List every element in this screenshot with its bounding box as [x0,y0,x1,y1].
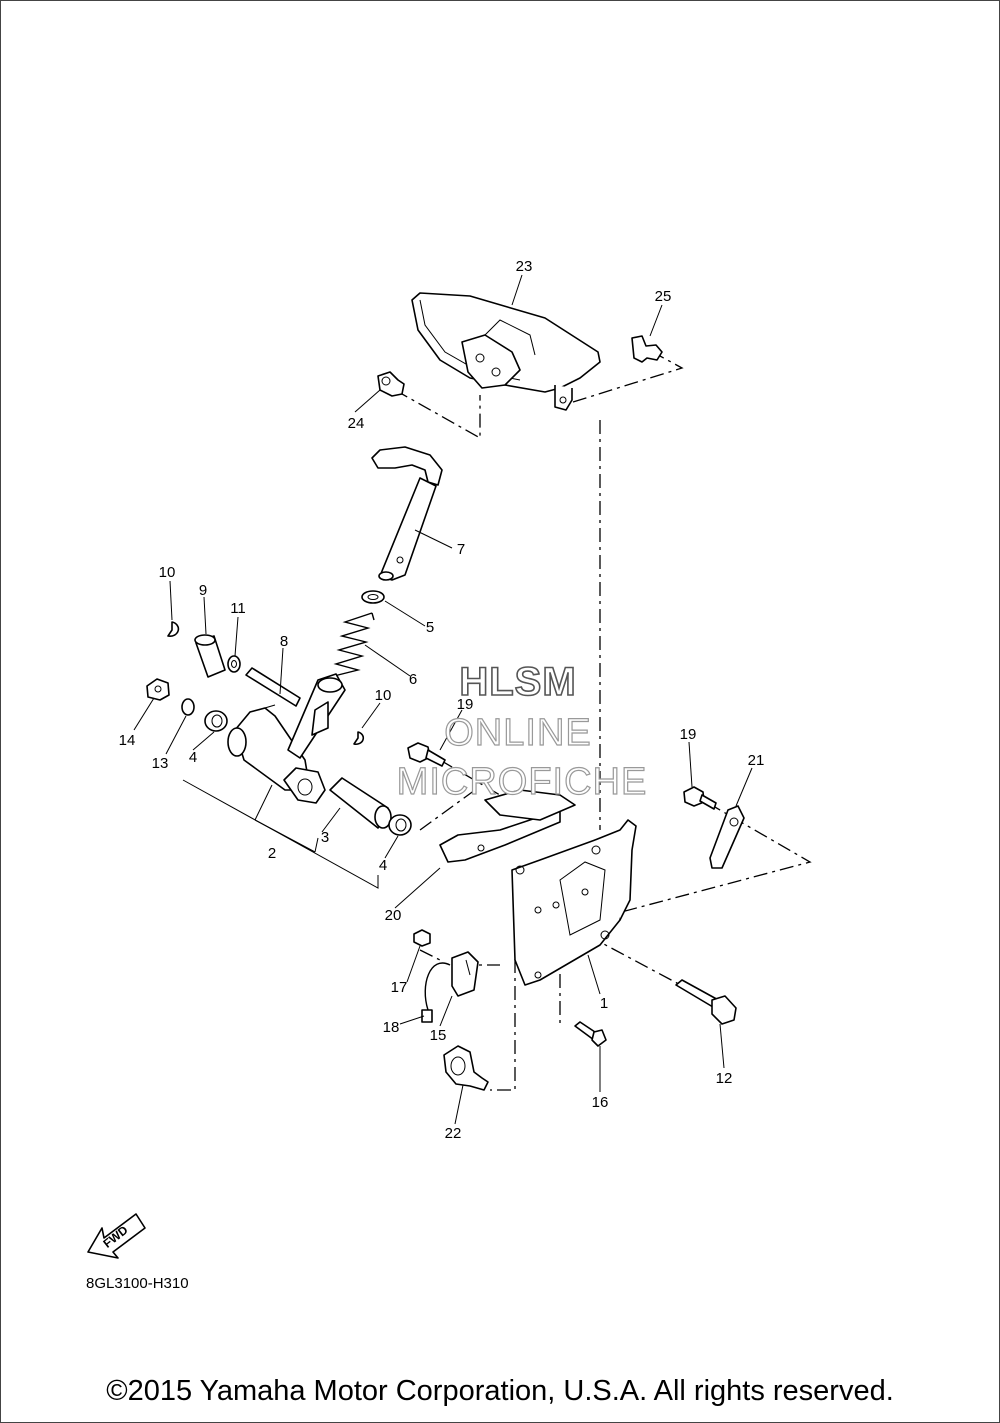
watermark-line-1: HLSM [459,660,576,704]
callout-17: 17 [391,979,408,996]
callout-5: 5 [426,619,434,636]
watermark: HLSM ONLINE MICROFICHE [396,659,648,803]
part-5-washer [361,590,385,604]
part-8-pin [245,667,301,707]
part-24-bolt [377,371,405,397]
part-4-bushing-right [388,814,412,836]
part-25-clip [631,335,663,363]
watermark-line-2: ONLINE [444,712,591,754]
part-2-shaft-assembly [227,673,346,804]
callout-18: 18 [383,1019,400,1036]
part-10-clip-lower [353,731,365,746]
callout-labels: 1 2 3 4 4 5 6 7 8 9 10 10 11 12 13 14 15… [119,258,765,1142]
part-1-main-bracket [511,819,637,986]
leader-lines [133,274,753,1125]
callout-4-left: 4 [189,749,197,766]
part-4-bushing-left [204,710,228,732]
part-19-bolt-right [683,786,717,810]
callout-12: 12 [716,1070,733,1087]
callout-6: 6 [409,671,417,688]
callout-15: 15 [430,1027,447,1044]
callout-2: 2 [268,845,276,862]
copyright-notice: ©2015 Yamaha Motor Corporation, U.S.A. A… [106,1375,894,1407]
callout-11: 11 [230,600,246,617]
callout-14: 14 [119,732,136,749]
part-17-nut [413,929,431,947]
callout-21: 21 [748,752,765,769]
callout-1: 1 [600,995,608,1012]
callout-23: 23 [516,258,533,275]
part-15-switch [451,951,479,997]
part-20-bracket [439,789,576,863]
callout-13: 13 [152,755,169,772]
callout-20: 20 [385,907,402,924]
diagram-code: 8GL3100-H310 [86,1275,189,1292]
part-16-bolt [574,1021,607,1047]
part-22-clamp [443,1045,489,1091]
callout-4-right: 4 [379,857,387,874]
part-18-wire [421,962,451,1023]
callout-19-left: 19 [457,696,474,713]
part-21-plate [709,805,745,869]
callout-16: 16 [592,1094,609,1111]
callout-24: 24 [348,415,365,432]
part-14-nut [146,678,170,701]
callout-10-lower: 10 [375,687,392,704]
callout-10-upper: 10 [159,564,176,581]
part-19-bolt-left [407,742,446,767]
callout-9: 9 [199,582,207,599]
part-13-washer [181,698,195,716]
part-23-cover [411,292,601,411]
callout-19-right: 19 [680,726,697,743]
callout-22: 22 [445,1125,462,1142]
part-3-collar [329,777,392,829]
fwd-arrow-icon: FWD [87,1213,146,1259]
part-11-washer [227,655,241,673]
part-12-bolt [675,979,737,1025]
callout-25: 25 [655,288,672,305]
watermark-line-3: MICROFICHE [397,761,648,803]
part-7-lever [371,446,443,581]
part-10-clip-upper [167,621,180,637]
callout-3: 3 [321,829,329,846]
callout-8: 8 [280,633,288,650]
part-6-spring [333,612,375,684]
part-9-collar [194,634,226,678]
callout-7: 7 [457,541,465,558]
